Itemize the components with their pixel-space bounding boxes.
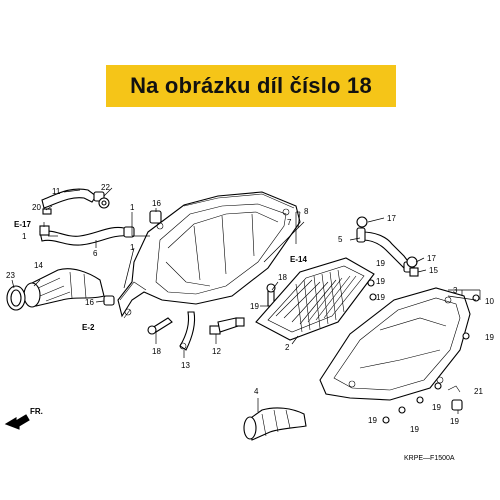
label-18-right: 18 [278,273,287,282]
clip-15 [409,267,419,277]
drain-tube-13 [179,311,196,351]
clamp-17-top [356,216,368,228]
label-4: 4 [254,387,259,396]
label-19-g: 19 [450,417,459,426]
ref-e2: E-2 [82,323,95,332]
air-filter-element-2 [255,257,375,341]
label-8: 8 [304,207,309,216]
air-cleaner-cover-3 [319,287,471,401]
leader-lines [11,187,481,414]
label-15: 15 [429,266,438,275]
label-3: 3 [453,286,458,295]
label-7: 7 [287,218,292,227]
label-5: 5 [338,235,343,244]
ref-e17: E-17 [14,220,31,229]
clamp-22 [98,197,110,209]
label-17-top: 17 [387,214,396,223]
label-21: 21 [474,387,483,396]
label-19-h: 19 [410,425,419,434]
label-19-b: 19 [376,277,385,286]
breather-12 [209,317,245,335]
label-11: 11 [52,187,61,196]
diagram-code: KRPE—F1500A [404,455,455,462]
label-1b: 1 [130,203,135,212]
clamp-23 [6,285,26,311]
label-1a: 1 [22,232,27,241]
screw-18-left [147,317,173,335]
seal-7 [183,193,295,209]
label-6: 6 [93,249,98,258]
hose-6 [39,226,135,246]
label-16-top: 16 [152,199,161,208]
clip-e17 [39,225,50,236]
screws-19 [367,279,480,424]
clip-21 [447,385,463,411]
label-17-bottom: 17 [427,254,436,263]
label-16-left: 16 [85,298,94,307]
label-14: 14 [34,261,43,270]
ref-e14: E-14 [290,255,307,264]
label-13: 13 [181,361,190,370]
label-19-c: 19 [376,293,385,302]
air-cleaner-case [117,191,301,319]
part-number-banner: Na obrázku díl číslo 18 [106,65,396,107]
label-19-f: 19 [432,403,441,412]
label-19-mid: 19 [250,302,259,311]
duct-4 [243,407,307,441]
label-23: 23 [6,271,15,280]
label-2: 2 [285,343,290,352]
hose-5 [356,227,415,273]
front-direction-arrow [4,414,30,430]
label-19-a: 19 [376,259,385,268]
label-1c: 1 [130,243,135,252]
grommet-16-top [149,210,162,224]
intake-duct-14 [23,268,105,308]
label-19-e: 19 [485,333,494,342]
clamp-17-bottom [406,256,418,268]
grommet-16-left [103,295,115,306]
banner-text: Na obrázku díl číslo 18 [130,73,372,98]
label-12: 12 [212,347,221,356]
label-22: 22 [101,183,110,192]
hose-11 [41,188,105,209]
label-18-left: 18 [152,347,161,356]
front-direction-label: FR. [30,407,43,416]
label-19-i: 19 [368,416,377,425]
label-20: 20 [32,203,41,212]
label-10: 10 [485,297,494,306]
